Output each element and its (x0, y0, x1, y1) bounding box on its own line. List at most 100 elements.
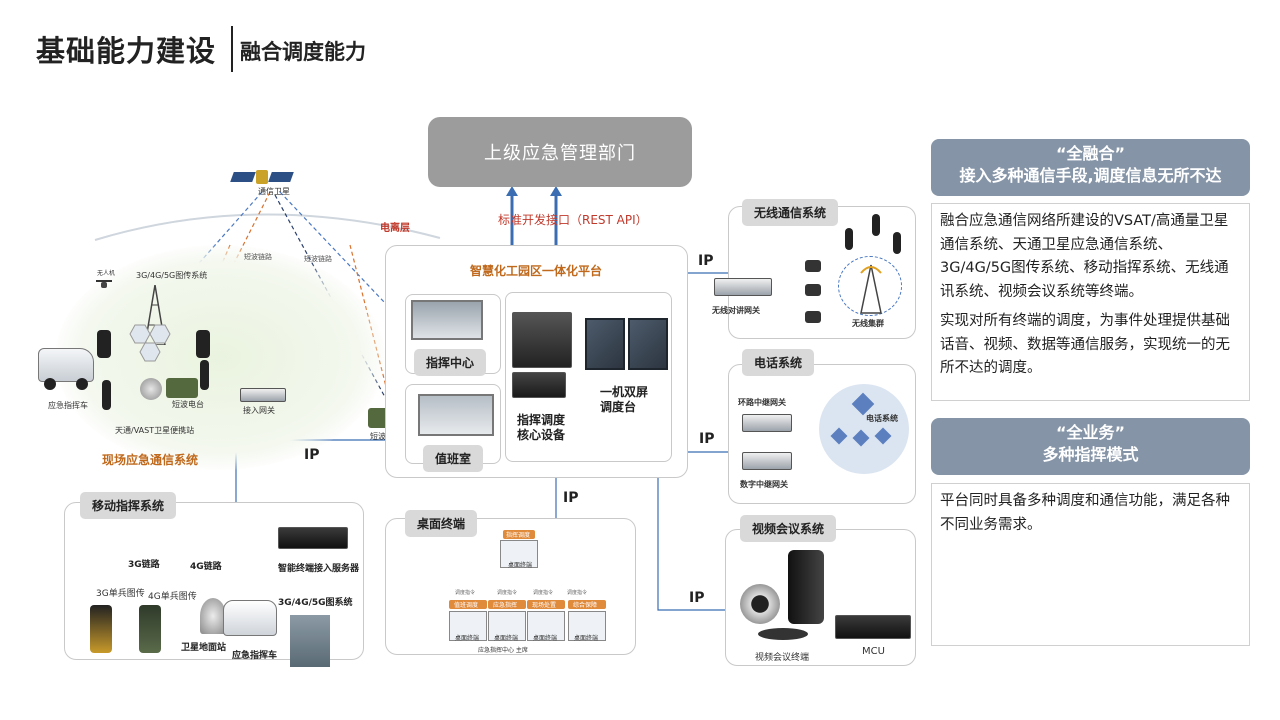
digital-gateway-icon (742, 452, 792, 470)
mobile-vehicle-icon (223, 600, 277, 636)
desktop-link-4: 调度指令 (567, 590, 588, 596)
ip-label-phone: IP (699, 431, 715, 447)
wireless-title: 无线通信系统 (742, 199, 839, 226)
base-radio-icon (805, 311, 821, 323)
info-card-2-header-line2: 多种指挥模式 (1042, 445, 1139, 464)
desktop-head-1 (449, 600, 487, 609)
network-3g-label: 3G/4G/5G图传系统 (136, 271, 208, 280)
desktop-label-1: 桌面终端 (455, 635, 480, 642)
desktop-head-text-1: 值班调度 (454, 602, 479, 609)
info-card-2-header-line1: “全业务” (1055, 423, 1126, 442)
desktop-title: 桌面终端 (405, 510, 478, 537)
command-center-image (411, 300, 483, 340)
loop-gateway-label: 环路中继网关 (738, 398, 786, 407)
mcu-icon (835, 615, 911, 639)
desktop-link-3: 调度指令 (533, 590, 554, 596)
desktop-head-3 (527, 600, 565, 609)
mcu-label: MCU (862, 646, 885, 657)
single-4g-label: 4G单兵图传 (148, 592, 197, 602)
sw-radio-device-icon (166, 378, 198, 398)
desktop-head-text-4: 综合保障 (573, 602, 598, 609)
ip-label-mobile: IP (304, 447, 320, 463)
video-terminal-icon (788, 550, 824, 624)
radio-icon (102, 380, 111, 410)
desktop-link-1: 调度指令 (455, 590, 476, 596)
desktop-terminal-4 (568, 611, 606, 641)
desktop-footer: 应急指挥中心 主席 (478, 647, 528, 654)
mobile-vehicle-label: 应急指挥车 (232, 651, 278, 661)
link-3g-label: 3G链路 (128, 560, 160, 570)
command-center-label: 指挥中心 (414, 349, 487, 376)
desktop-terminal-3 (527, 611, 565, 641)
dual-screen-label: 一机双屏 调度台 (600, 385, 649, 414)
desktop-terminal-1 (449, 611, 487, 641)
satellite-label: 通信卫星 (258, 187, 290, 196)
core-device-2-icon (512, 372, 566, 398)
duty-room-image (418, 394, 494, 436)
desktop-label-4: 桌面终端 (574, 635, 599, 642)
base-radio-icon (805, 284, 821, 296)
desktop-head-2 (488, 600, 526, 609)
sw-radio-label: 短波电台 (172, 400, 204, 409)
desktop-top-terminal (500, 540, 538, 568)
desktop-label-2: 桌面终端 (494, 635, 519, 642)
info-card-1-body: 融合应急通信网络所建设的VSAT/高通量卫星通信系统、天通卫星应急通信系统、3G… (931, 203, 1250, 401)
page-subtitle: 融合调度能力 (240, 40, 366, 64)
loop-gateway-icon (742, 414, 792, 432)
access-gateway-icon (240, 388, 286, 402)
radio-icon (200, 360, 209, 390)
handset-icon (196, 330, 210, 358)
terminal-server-icon (278, 527, 348, 549)
terminal-server-label: 智能终端接入服务器 (278, 564, 360, 574)
title-divider (231, 26, 233, 72)
page-title: 基础能力建设 (36, 34, 217, 68)
platform-title: 智慧化工园区一体化平台 (470, 264, 603, 278)
conference-phone-icon (758, 628, 808, 640)
field-vehicle-label: 应急指挥车 (48, 401, 88, 410)
ground-station-icon (200, 598, 226, 634)
desktop-top-head (503, 530, 535, 539)
info-card-1-para1: 融合应急通信网络所建设的VSAT/高通量卫星通信系统、天通卫星应急通信系统、3G… (940, 213, 1229, 300)
walkie-talkie-icon (845, 228, 853, 250)
info-card-1-para2: 实现对所有终端的调度，为事件处理提供基础话音、视频、数据等通信服务，实现统一的无… (940, 313, 1230, 376)
phone-cloud-icon (819, 384, 909, 474)
video-terminal-label: 视频会议终端 (755, 653, 810, 663)
info-card-2-header: “全业务” 多种指挥模式 (931, 418, 1250, 475)
desktop-link-2: 调度指令 (497, 590, 518, 596)
video-title: 视频会议系统 (740, 515, 837, 542)
info-card-1-header-line1: “全融合” (1055, 144, 1126, 163)
mobile-network-label: 3G/4G/5G图系统 (278, 598, 353, 608)
access-gateway-label: 接入网关 (243, 406, 275, 415)
handset-icon (97, 330, 111, 358)
cluster-label: 无线集群 (852, 319, 884, 328)
mobile-video-image (290, 615, 330, 667)
field-area-bg (55, 245, 385, 470)
video-camera-icon (740, 584, 780, 624)
info-card-2-body: 平台同时具备多种调度和通信功能，满足各种不同业务需求。 (931, 483, 1250, 646)
info-card-2-para1: 平台同时具备多种调度和通信功能，满足各种不同业务需求。 (940, 493, 1230, 533)
superior-department: 上级应急管理部门 (428, 117, 692, 187)
command-vehicle-icon (38, 338, 94, 390)
walkie-talkie-icon (893, 232, 901, 254)
wireless-gateway-label: 无线对讲网关 (712, 306, 760, 315)
satellite-icon (230, 168, 294, 186)
phone-system-label: 电话系统 (866, 414, 898, 423)
desktop-head-4 (568, 600, 606, 609)
wireless-gateway-icon (714, 278, 772, 296)
cell-network-icon (129, 324, 171, 362)
duty-room-label: 值班室 (423, 445, 484, 472)
sw-link-label-1: 短波链路 (244, 253, 272, 261)
desktop-top-head-text: 指挥调度 (506, 532, 531, 539)
desktop-terminal-2 (488, 611, 526, 641)
single-4g-device-icon (139, 605, 161, 653)
mobile-title: 移动指挥系统 (80, 492, 177, 519)
dual-screen-right (628, 318, 668, 370)
ip-label-desktop: IP (563, 490, 579, 506)
info-card-1-header: “全融合” 接入多种通信手段,调度信息无所不达 (931, 139, 1250, 196)
api-label: 标准开发接口（REST API） (498, 213, 648, 227)
digital-gateway-label: 数字中继网关 (740, 480, 788, 489)
single-3g-device-icon (90, 605, 112, 653)
single-3g-label: 3G单兵图传 (96, 589, 145, 599)
desktop-head-text-3: 现场处置 (532, 602, 557, 609)
drone-icon (96, 280, 112, 290)
